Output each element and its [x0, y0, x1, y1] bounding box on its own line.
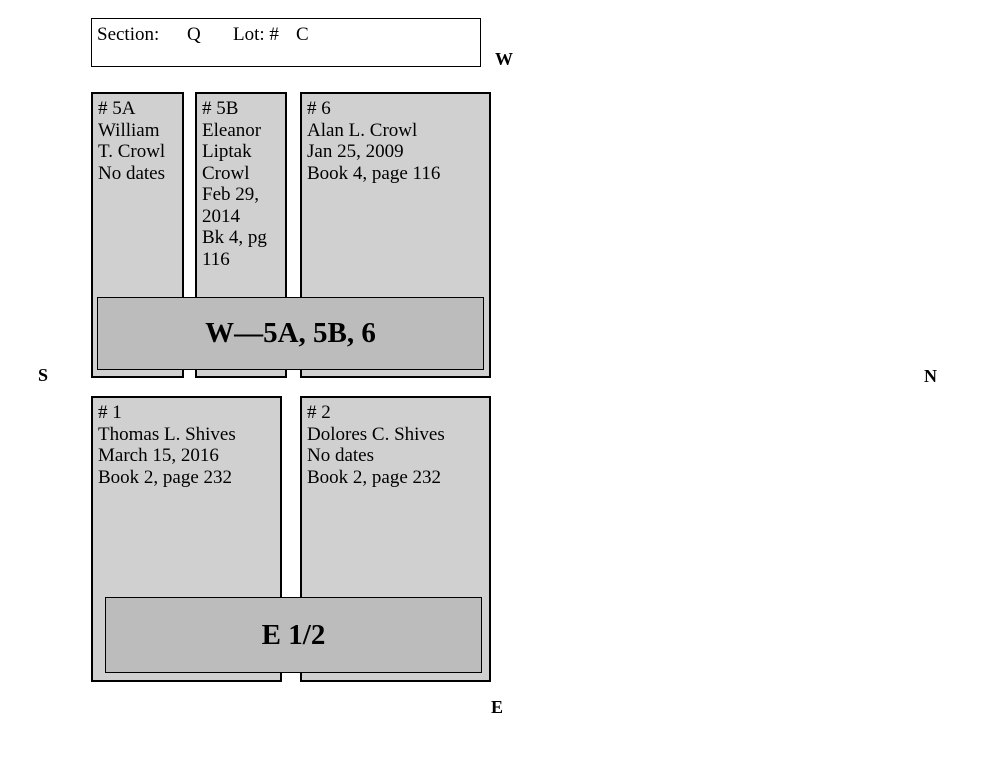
plot-5b-line: # 5B — [202, 98, 239, 119]
section-value: Q — [187, 24, 201, 45]
plot-5a-line: William — [98, 119, 160, 141]
lot-label: Lot: # — [233, 24, 279, 45]
section-lot-header: Section: Q Lot: # C — [91, 18, 481, 67]
compass-west: W — [495, 49, 513, 69]
west-row-banner: W—5A, 5B, 6 — [97, 297, 484, 370]
compass-north: N — [924, 366, 937, 386]
plot-5b-line: Crowl — [202, 162, 250, 184]
plot-5a-line: # 5A — [98, 98, 136, 119]
lot-value: C — [296, 24, 309, 45]
plot-5b-line: Liptak — [202, 141, 252, 162]
plot-2-line: Dolores C. Shives — [307, 423, 445, 445]
plot-2-line: Book 2, page 232 — [307, 466, 442, 488]
plot-1: # 1 Thomas L. Shives March 15, 2016 Book… — [91, 396, 282, 682]
plot-1-line: Thomas L. Shives — [98, 423, 236, 445]
plot-1-line: # 1 — [98, 402, 122, 423]
plot-6-line: Jan 25, 2009 — [307, 141, 404, 162]
plot-5a-line: T. Crowl — [98, 141, 166, 162]
plot-2-line: # 2 — [307, 402, 331, 423]
plot-1-line: March 15, 2016 — [98, 445, 219, 466]
plot-5b-line: Bk 4, pg — [202, 227, 267, 248]
plot-1-line: Book 2, page 232 — [98, 466, 233, 488]
plot-5b-line: 116 — [202, 248, 230, 270]
plot-5b-line: Eleanor — [202, 119, 262, 141]
compass-south: S — [38, 365, 49, 385]
plot-6-line: Alan L. Crowl — [307, 119, 418, 141]
plot-5b-line: 2014 — [202, 205, 240, 227]
plot-6-line: # 6 — [307, 98, 331, 119]
plot-5b-line: Feb 29, — [202, 184, 259, 205]
east-row-banner: E 1/2 — [105, 597, 482, 673]
plot-2-line: No dates — [307, 445, 375, 466]
plot-5a-line: No dates — [98, 162, 166, 184]
plot-6-line: Book 4, page 116 — [307, 162, 441, 184]
section-label: Section: — [97, 24, 160, 45]
compass-east: E — [491, 697, 504, 717]
